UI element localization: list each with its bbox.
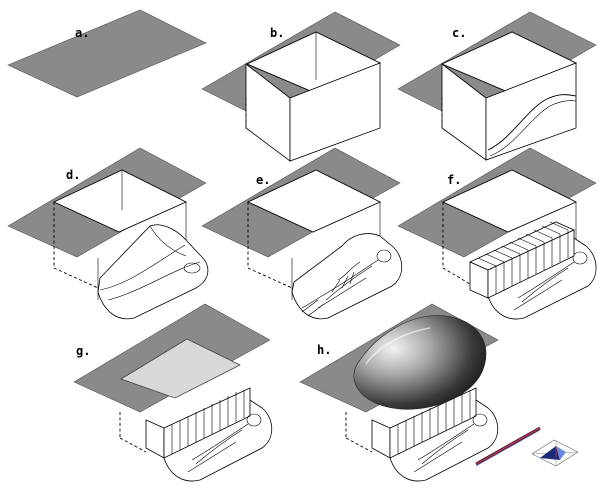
panel-label-f: f. [447,173,461,187]
burial-cut [291,233,403,320]
panel-label-d: d. [66,168,80,182]
panel-e: e. [201,147,403,320]
panel-c: c. [397,11,597,161]
coffin-outline [487,94,577,151]
panel-label-h: h. [317,343,331,357]
ground-plane [7,9,207,98]
coffin [97,224,209,320]
pit-wall [289,62,381,162]
panel-label-b: b. [270,26,284,40]
panel-label-c: c. [452,26,466,40]
skeleton [513,251,588,311]
burial-mound [353,315,487,410]
panel-b: b. [201,11,401,162]
skeleton [413,413,488,473]
panel-g: g. [73,303,273,482]
panel-label-a: a. [75,26,89,40]
orientation-widget [531,439,579,467]
panel-d: d. [7,147,209,320]
roof-panel [120,338,241,399]
panel-label-e: e. [256,173,270,187]
panel-a: a. [7,9,207,98]
scale-bar [475,426,541,467]
panel-label-g: g. [76,344,90,358]
skeleton [187,413,262,473]
skeleton [301,249,392,317]
panel-h: h. [299,303,579,482]
timber-planks [469,221,575,299]
timber-planks [145,387,251,459]
panel-f: f. [397,147,597,320]
